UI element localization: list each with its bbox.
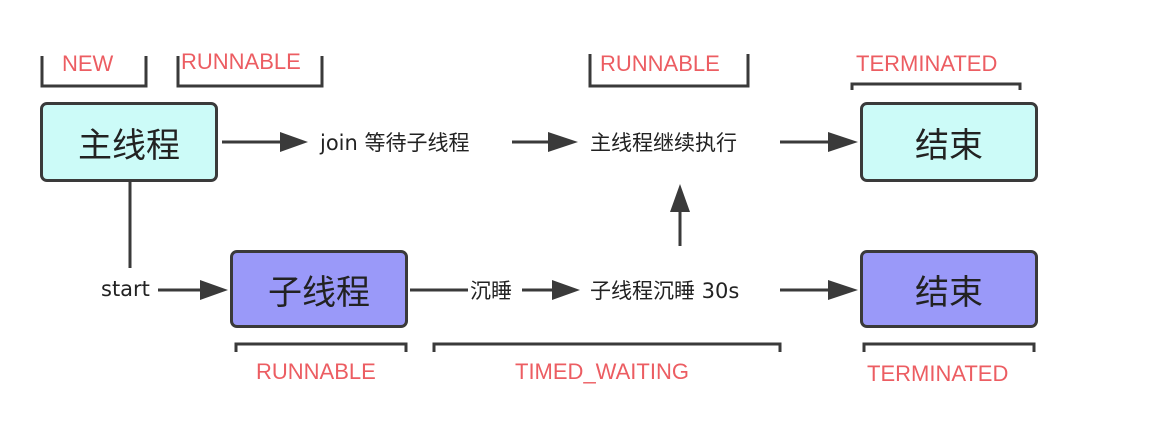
state-continue-runnable: RUNNABLE — [600, 51, 720, 76]
main-thread-node: 主线程 — [40, 102, 218, 182]
arrowhead — [828, 132, 858, 152]
main-continue-label: 主线程继续执行 — [590, 131, 737, 156]
end-top-node: 结束 — [860, 102, 1038, 182]
child-thread-node: 子线程 — [230, 250, 408, 328]
bracket-main-terminated — [850, 82, 1022, 90]
bracket-main-runnable — [176, 56, 324, 88]
state-child-runnable: RUNNABLE — [256, 359, 376, 384]
bracket-timed-waiting — [432, 342, 782, 352]
child-sleep-label: 子线程沉睡 30s — [590, 279, 740, 304]
bracket-child-runnable — [234, 342, 408, 352]
child-thread-label: 子线程 — [268, 272, 370, 313]
state-main-runnable: RUNNABLE — [181, 49, 301, 74]
arrowhead — [200, 280, 228, 300]
join-wait-label: join 等待子线程 — [320, 131, 470, 156]
state-child-terminated: TERMINATED — [867, 361, 1009, 386]
main-thread-label: 主线程 — [78, 125, 180, 166]
state-timed-waiting: TIMED_WAITING — [515, 359, 689, 384]
end-top-label: 结束 — [915, 125, 983, 166]
bracket-continue-runnable — [588, 54, 750, 88]
arrowhead — [548, 132, 578, 152]
sleep-label: 沉睡 — [470, 279, 512, 304]
start-label: start — [101, 277, 150, 302]
end-bottom-node: 结束 — [860, 250, 1038, 328]
bracket-new — [40, 56, 148, 88]
state-new: NEW — [62, 51, 114, 76]
state-main-terminated: TERMINATED — [856, 51, 998, 76]
arrowhead — [670, 184, 690, 212]
arrowhead — [828, 280, 858, 300]
arrowhead — [552, 280, 580, 300]
arrowhead — [280, 132, 308, 152]
end-bottom-label: 结束 — [915, 272, 983, 313]
bracket-child-terminated — [862, 342, 1036, 352]
